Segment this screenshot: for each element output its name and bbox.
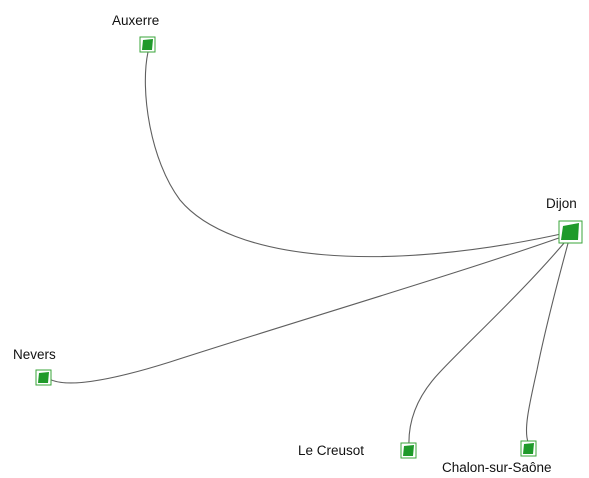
node-le-creusot[interactable]: Le Creusot — [298, 442, 417, 459]
node-nevers[interactable]: Nevers — [13, 347, 56, 386]
edge-auxerre-dijon — [144, 51, 571, 258]
edge-dijon-nevers — [45, 233, 571, 384]
node-label-nevers: Nevers — [13, 347, 56, 362]
node-label-le-creusot: Le Creusot — [298, 443, 364, 458]
node-glyph — [523, 443, 534, 454]
node-auxerre[interactable]: Auxerre — [112, 13, 159, 53]
edge-dijon-le-creusot — [408, 235, 571, 447]
node-label-dijon: Dijon — [546, 196, 577, 211]
node-label-auxerre: Auxerre — [112, 13, 159, 28]
node-glyph — [403, 445, 414, 456]
node-label-chalon: Chalon-sur-Saône — [442, 460, 552, 475]
node-glyph — [561, 223, 579, 240]
node-chalon[interactable]: Chalon-sur-Saône — [442, 440, 552, 475]
node-dijon[interactable]: Dijon — [546, 196, 583, 244]
node-glyph — [38, 372, 49, 383]
node-glyph — [142, 39, 153, 50]
edge-dijon-chalon — [525, 235, 571, 443]
